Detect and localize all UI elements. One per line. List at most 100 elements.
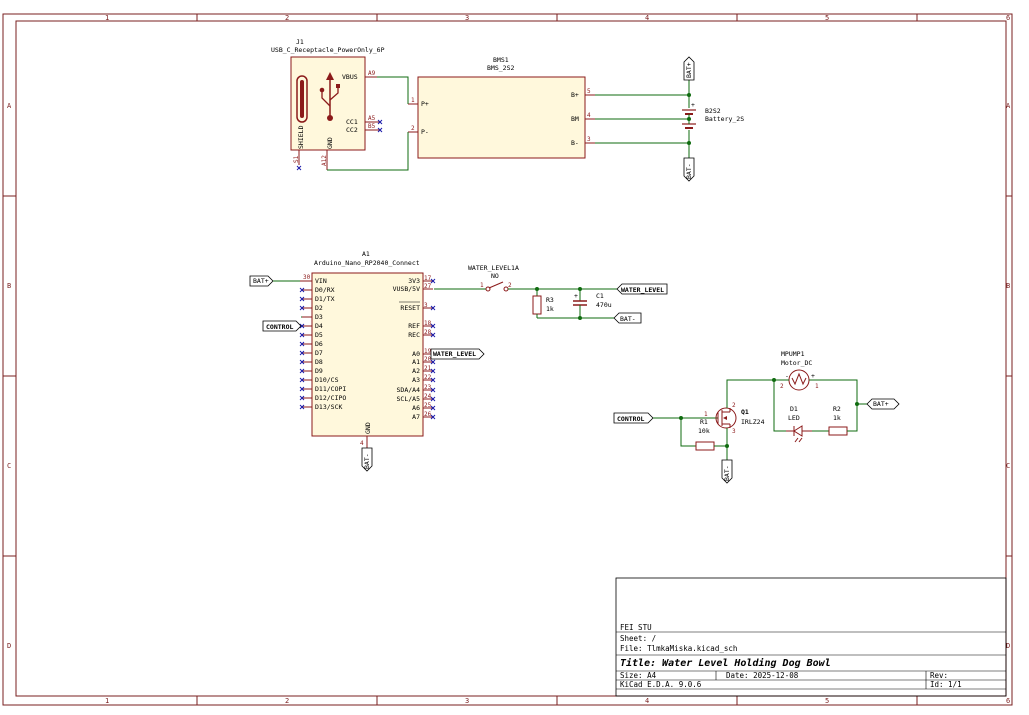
frame-col-1-bottom: 1: [105, 697, 109, 705]
arduino-right-pin-label: A0: [412, 350, 420, 358]
no-connect-icon: [430, 305, 436, 311]
bms-bm-label: BM: [571, 115, 579, 123]
svg-text:BAT-: BAT-: [620, 315, 636, 323]
no-connect-icon: [299, 287, 305, 293]
arduino-nano-rp2040[interactable]: A1 Arduino_Nano_RP2040_Connect 30 VIND0/…: [299, 250, 436, 448]
r2-ref: R2: [833, 405, 841, 413]
frame-col-3-bottom: 3: [465, 697, 469, 705]
power-label-bat-plus-top: BAT+: [683, 56, 695, 81]
usb-pin-a12: A12: [321, 155, 328, 166]
title-block-file: File: TlmkaMiska.kicad_sch: [620, 644, 737, 653]
no-connect-shield-icon: [296, 165, 302, 171]
power-label-bat-plus-arduino: BAT+: [249, 275, 300, 287]
battery-2s[interactable]: + B2S2 Battery_2S: [595, 80, 744, 158]
title-block-sheet: Sheet: /: [620, 634, 656, 643]
usb-ref: J1: [296, 38, 304, 46]
no-connect-cc1-icon: [377, 119, 383, 125]
usb-c-port-icon: [296, 75, 308, 123]
battery-value: Battery_2S: [705, 115, 744, 123]
arduino-left-pin-label: D4: [315, 322, 323, 330]
water-level-switch[interactable]: WATER_LEVEL1A NO 1 2: [434, 264, 617, 292]
net-label-water-level-a0: WATER_LEVEL: [430, 348, 485, 360]
arduino-left-pin-label: D5: [315, 331, 323, 339]
q1-ref: Q1: [741, 408, 749, 416]
arduino-left-pin-label: D13/SCK: [315, 403, 342, 411]
arduino-left-pin-label: D7: [315, 349, 323, 357]
frame-row-a-left: A: [7, 102, 12, 110]
arduino-right-pin-num: 28: [424, 329, 432, 336]
resistor-r2[interactable]: R2 1k: [812, 404, 858, 436]
arduino-left-pin-label: D3: [315, 313, 323, 321]
frame-col-4-top: 4: [645, 14, 649, 22]
bms-pin-3: 3: [587, 136, 591, 143]
svg-text:BAT+: BAT+: [873, 400, 889, 408]
arduino-pin-vin-num: 30: [303, 274, 311, 281]
no-connect-icon: [430, 323, 436, 329]
arduino-gnd-label: GND: [364, 422, 372, 434]
c1-value: 470u: [596, 301, 612, 309]
usb-shield-label: SHIELD: [297, 125, 305, 149]
bms-pminus-label: P-: [421, 128, 429, 136]
no-connect-icon: [430, 332, 436, 338]
arduino-left-pin-label: VIN: [315, 277, 327, 285]
frame-col-6-bottom: 6: [1006, 697, 1010, 705]
q1-value: IRLZ24: [741, 418, 765, 426]
wires-usb-bms: [327, 76, 409, 171]
bms-bminus-label: B-: [571, 139, 579, 147]
resistor-r1[interactable]: R1 10k: [695, 418, 715, 451]
bms-pin-2: 2: [411, 125, 415, 132]
svg-text:BAT+: BAT+: [685, 62, 693, 78]
q1-pin-2: 2: [732, 402, 736, 409]
frame-row-c-right: C: [1006, 462, 1010, 470]
usb-cc2-label: CC2: [346, 126, 358, 134]
usb-c-connector-j1[interactable]: J1 USB_C_Receptacle_PowerOnly_6P VBUS A9…: [271, 38, 385, 171]
bms-pin-4: 4: [587, 112, 591, 119]
bms-pin-5: 5: [587, 88, 591, 95]
no-connect-icon: [299, 404, 305, 410]
arduino-right-pin-num: 17: [424, 275, 432, 282]
power-label-bat-minus-driver: BAT-: [721, 459, 733, 484]
arduino-left-pin-label: D11/COPI: [315, 385, 346, 393]
no-connect-icon: [299, 359, 305, 365]
led-d1[interactable]: D1 LED: [786, 405, 812, 443]
arduino-right-pin-label: A2: [412, 367, 420, 375]
arduino-right-pin-num: 3: [424, 302, 428, 309]
title-block-title: Title: Water Level Holding Dog Bowl: [620, 657, 831, 669]
frame-row-a-right: A: [1006, 102, 1011, 110]
bms-module[interactable]: BMS1 BMS_2S2 1 2 P+ P- 5 4 3 B+ BM B-: [408, 56, 595, 159]
resistor-r3[interactable]: R3 1k: [532, 289, 554, 318]
mosfet-q1[interactable]: 1 2 3 Q1 IRLZ24: [704, 402, 765, 435]
no-connect-icon: [299, 395, 305, 401]
switch-ref: WATER_LEVEL1A: [468, 264, 519, 272]
title-block: FEI STU Sheet: / File: TlmkaMiska.kicad_…: [615, 577, 1007, 697]
frame-col-1-top: 1: [105, 14, 109, 22]
r3-value: 1k: [546, 305, 554, 313]
svg-text:CONTROL: CONTROL: [617, 415, 644, 423]
no-connect-cc2-icon: [377, 127, 383, 133]
motor-winding-icon: [791, 372, 807, 386]
frame-col-4-bottom: 4: [645, 697, 649, 705]
arduino-right-pin-num: 22: [424, 374, 432, 381]
usb-cc1-label: CC1: [346, 118, 358, 126]
led-light-ray-icon: [794, 437, 799, 443]
title-block-id: Id: 1/1: [930, 680, 962, 689]
power-label-bat-minus-arduino: BAT-: [361, 447, 373, 472]
no-connect-icon: [430, 377, 436, 383]
net-label-water-level-switch: WATER_LEVEL: [616, 283, 668, 295]
switch-pin-1: 1: [480, 282, 484, 289]
no-connect-icon: [430, 368, 436, 374]
arduino-right-pin-label: RESET: [400, 304, 420, 312]
r1-ref: R1: [700, 418, 708, 426]
arduino-left-pins: VIND0/RXD1/TXD2D3D4D5D6D7D8D9D10/CSD11/C…: [299, 277, 346, 411]
power-label-bat-minus-top: BAT-: [683, 157, 695, 182]
no-connect-icon: [299, 332, 305, 338]
bms-pplus-label: P+: [421, 100, 429, 108]
arduino-right-pin-num: 18: [424, 320, 432, 327]
no-connect-icon: [430, 405, 436, 411]
title-block-size: Size: A4: [620, 671, 657, 680]
dc-motor-pump[interactable]: MPUMP1 Motor_DC - + 2 1: [780, 350, 819, 391]
capacitor-c1[interactable]: + C1 470u: [573, 289, 612, 318]
arduino-right-pin-label: A1: [412, 358, 420, 366]
